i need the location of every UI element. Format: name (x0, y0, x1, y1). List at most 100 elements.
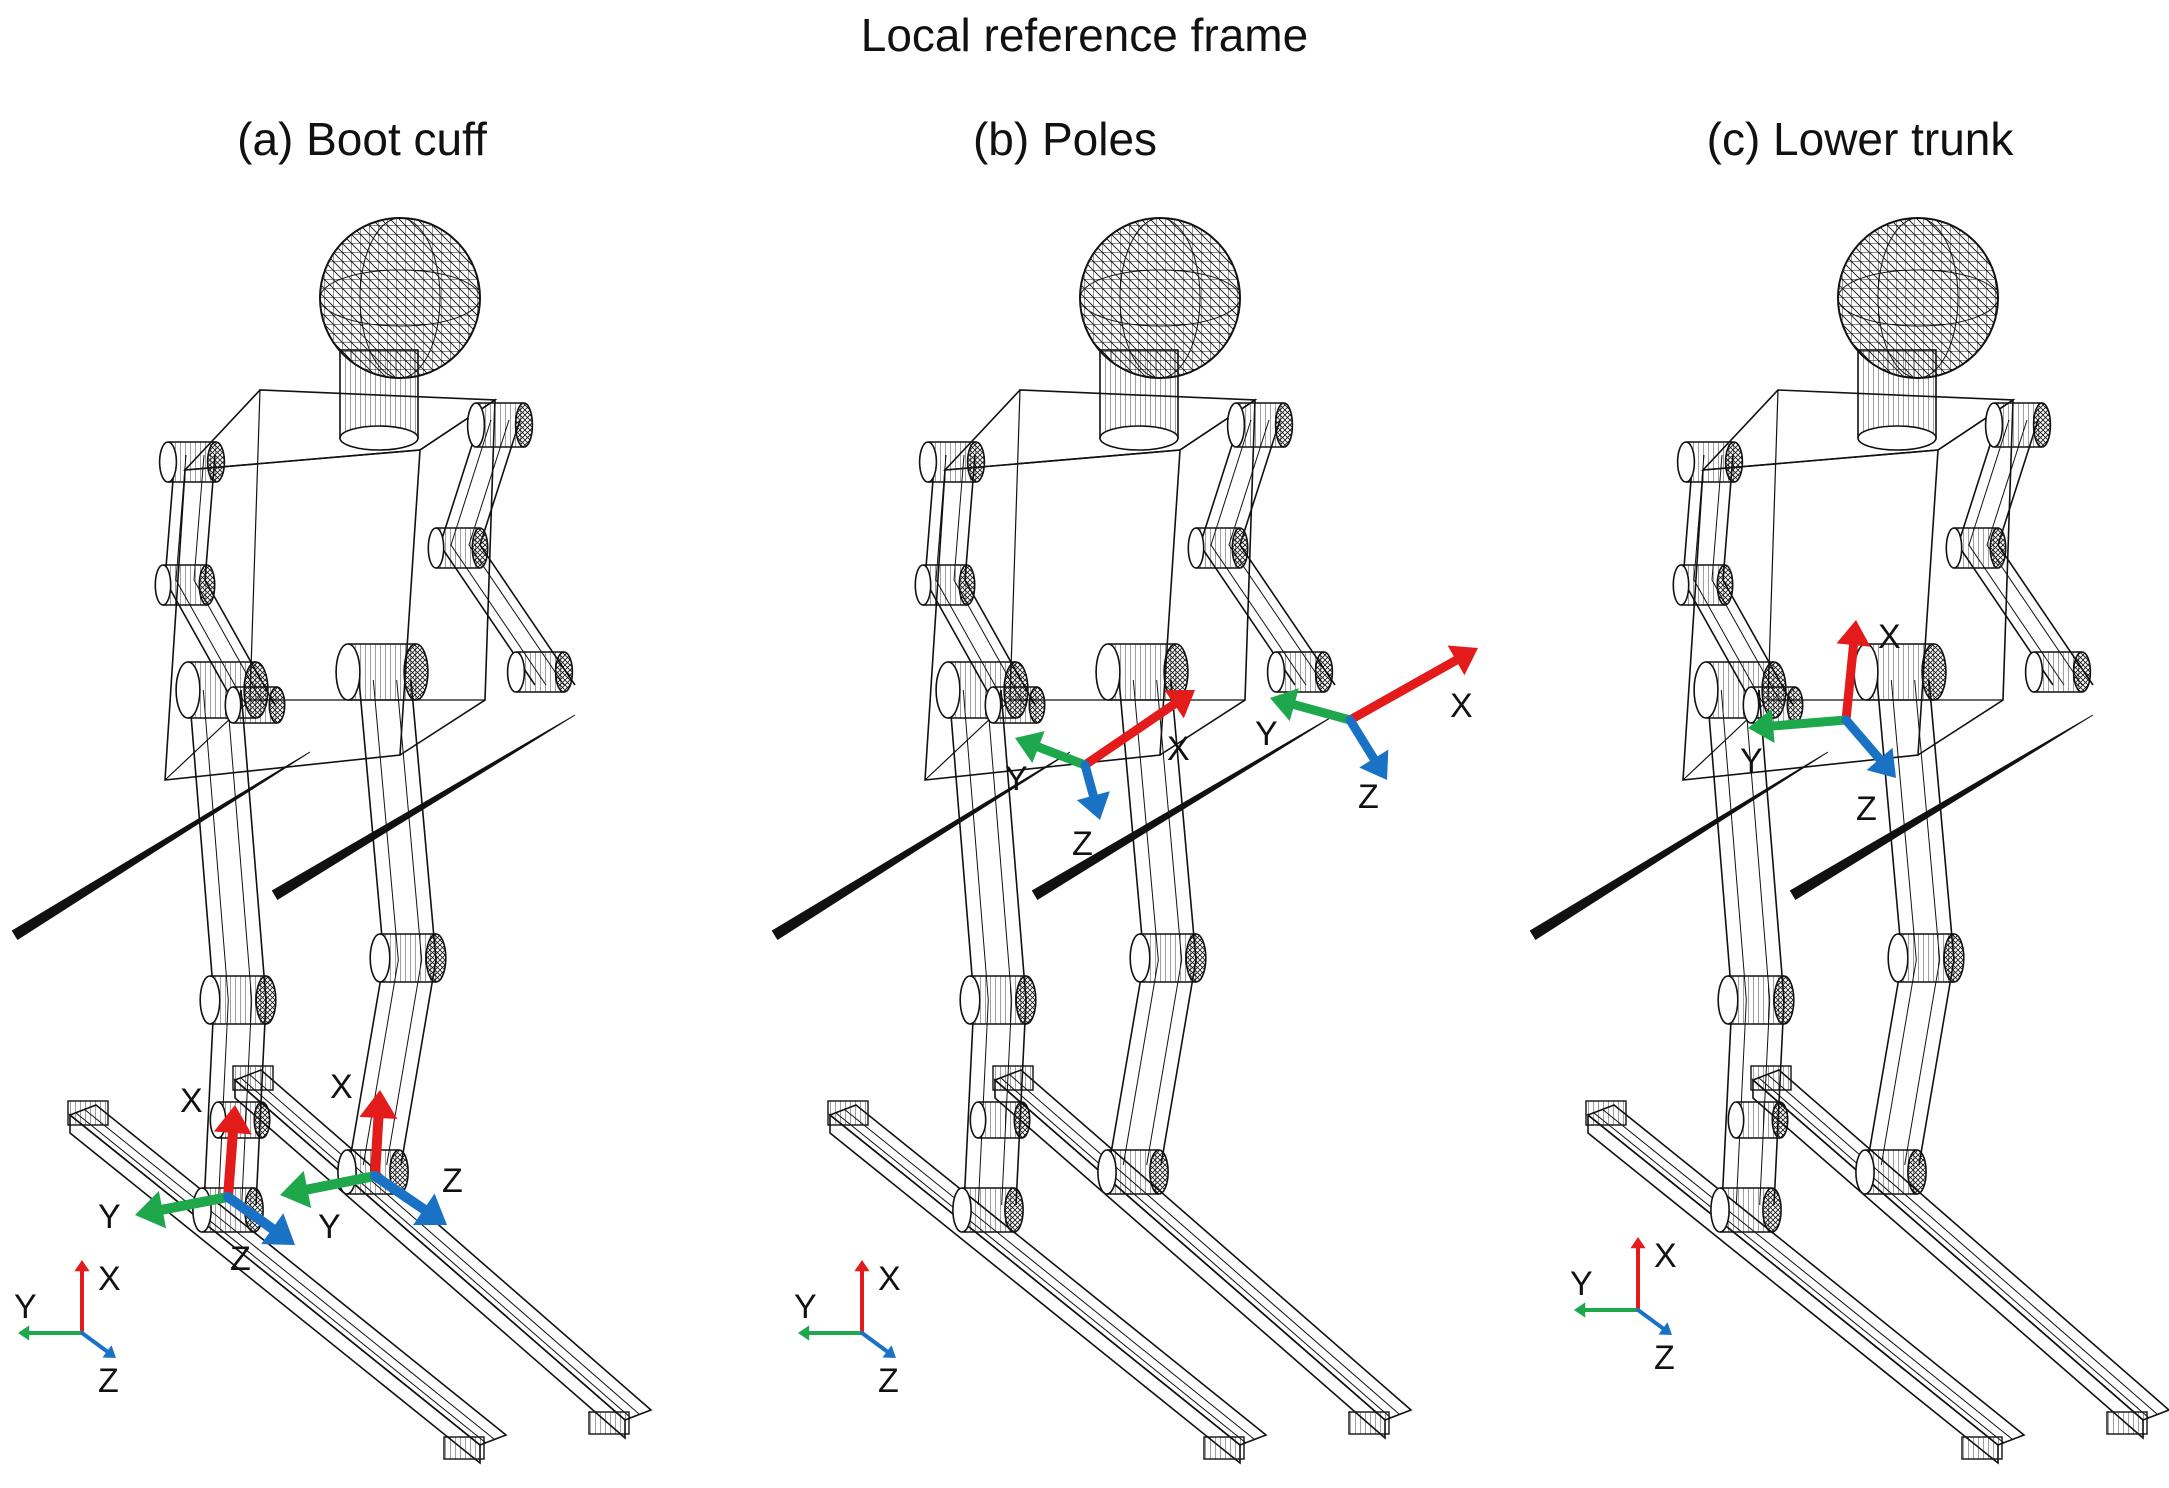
joint-end (1097, 1149, 1117, 1195)
pole-frame-right: XYZ (1255, 645, 1478, 816)
joint-end (952, 1187, 972, 1233)
elbow-left (914, 564, 976, 606)
ski-groove (1601, 1108, 2013, 1440)
head-meridian (1877, 217, 1959, 379)
joint-end (1945, 527, 1963, 569)
joint-end (369, 933, 391, 983)
global-frame-c-z-arrow-head (1658, 1322, 1672, 1335)
trunk-frame-y-arrow-shaft (1768, 715, 1851, 731)
ski-top (68, 1104, 508, 1446)
joint-end (206, 441, 226, 483)
knee-left (199, 975, 277, 1025)
trunk-frame-y-arrow-head (1748, 708, 1775, 743)
joint-end (1907, 1149, 1927, 1195)
joint-end (966, 441, 986, 483)
boot-frame-right: XYZ (280, 1068, 463, 1246)
joint-end (2072, 651, 2092, 693)
pole-left (11, 751, 311, 940)
limb-rail (1997, 419, 2094, 686)
boot-frame-left-z-arrow (223, 1192, 295, 1245)
limb-rail (1239, 419, 1336, 686)
knee-right (369, 933, 447, 983)
ski-right (1750, 1065, 2169, 1440)
joint-end (1672, 564, 1690, 606)
boot-frame-right-z-arrow (370, 1171, 447, 1225)
joint-end (335, 643, 361, 701)
joint-end (255, 975, 277, 1025)
ski-groove (835, 1112, 1247, 1444)
trunk-frame-x-arrow (1836, 620, 1871, 725)
shoulder-right (1984, 402, 2052, 448)
joint-end (1786, 686, 1804, 724)
ski-tail-hatch (1961, 1436, 2003, 1460)
joint-end (1231, 527, 1249, 569)
boot-frame-left-y-arrow (135, 1191, 233, 1229)
elbow-left (154, 564, 216, 606)
global-frame-a: XYZ (14, 1260, 121, 1400)
ski-tip-hatch (1750, 1065, 1792, 1091)
joint-end (1773, 975, 1795, 1025)
boot-frame-right-x-label: X (330, 1068, 353, 1106)
trunk-back-edge (1767, 389, 1779, 701)
head-parallel (319, 269, 481, 327)
ski-groove (1766, 1073, 2158, 1415)
wrist-right (1266, 651, 1334, 693)
global-frame-b-y-arrow-head (798, 1325, 810, 1341)
ankle-right (1097, 1149, 1169, 1195)
boot-frame-right-x-arrow-shaft (370, 1112, 384, 1181)
pole-frame-right-y-label: Y (1255, 715, 1278, 753)
pole-frame-left-z-label: Z (1072, 825, 1093, 863)
shoulder-right (466, 402, 534, 448)
trunk-back-edge (249, 389, 261, 701)
boot-frame-left-y-arrow-shaft (157, 1192, 233, 1215)
pole-frame-left-z-arrow-head (1076, 791, 1110, 820)
elbow-right (427, 527, 489, 569)
pole-frame-right-z-arrow-shaft (1345, 715, 1379, 764)
ski-left (827, 1100, 1268, 1465)
pole-frame-left-z-arrow (1076, 760, 1110, 820)
neck-base (1857, 425, 1937, 451)
global-frame-a-y-label: Y (14, 1288, 37, 1326)
joint-end (1762, 1187, 1782, 1233)
global-frame-a-x-arrow-head (74, 1260, 90, 1272)
panel-b-title: (b) Poles (972, 113, 1158, 165)
joint-end (427, 527, 445, 569)
boot-frame-right-y-arrow-head (280, 1170, 312, 1209)
limb-rail (1108, 679, 1145, 1166)
ski-top (993, 1069, 1413, 1421)
skier-c (1529, 217, 2169, 1465)
neck-base (1099, 425, 1179, 451)
ski-groove (1008, 1073, 1400, 1415)
head-sphere (1837, 217, 1999, 379)
ski-tip-hatch (232, 1065, 274, 1091)
global-frame-c-y-arrow (1574, 1302, 1640, 1318)
joint-end (1943, 933, 1965, 983)
joint-end (1095, 643, 1121, 701)
trunk-frame-z-arrow-head (1866, 747, 1896, 778)
trunk-back-edge (1009, 389, 1021, 701)
joint-end (471, 527, 489, 569)
pole-frame-left-x-label: X (1167, 730, 1190, 768)
ski-tail-hatch (1203, 1436, 1245, 1460)
ski-groove (75, 1112, 487, 1444)
boot-frame-left-y-arrow-head (135, 1191, 167, 1229)
pole-frame-left-y-label: Y (1005, 760, 1028, 798)
wrist-left (984, 686, 1046, 724)
joint-end (958, 564, 976, 606)
ski-left (1585, 1100, 2026, 1465)
ski-tip-hatch (1585, 1100, 1627, 1126)
pole-frame-left-y-arrow-shaft (1034, 742, 1090, 770)
ski-right (992, 1065, 1413, 1440)
ski-tail-hatch (588, 1411, 630, 1435)
ski-tail-hatch (443, 1436, 485, 1460)
joint-end (1724, 441, 1744, 483)
boot-frame-left-z-label: Z (230, 1240, 251, 1278)
ski-tip-hatch (992, 1065, 1034, 1091)
boot-frame-right-z-label: Z (442, 1162, 463, 1200)
global-frame-c-y-label: Y (1570, 1265, 1593, 1303)
knee-right (1129, 933, 1207, 983)
trunk-front (164, 449, 421, 781)
wrist-right (506, 651, 574, 693)
joint-end (403, 643, 429, 701)
